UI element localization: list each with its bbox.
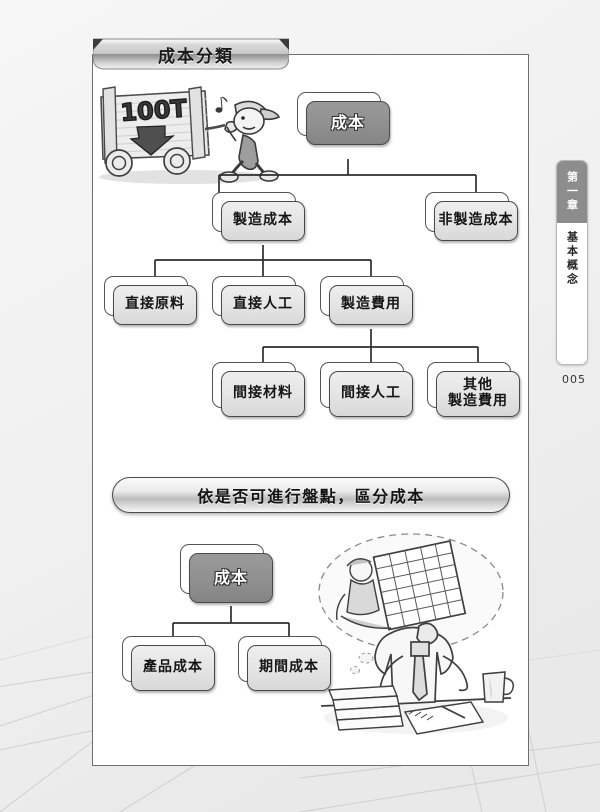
inventoriable-tree-connectors (172, 606, 290, 641)
node-label-card: 間接人工 (329, 371, 413, 417)
svg-text:100T: 100T (119, 94, 188, 127)
node-cost-root-2[interactable]: 成本 (180, 544, 273, 603)
node-manufacturing-cost[interactable]: 製造成本 (212, 192, 305, 241)
node-direct-labor[interactable]: 直接人工 (212, 276, 305, 325)
node-label-card: 間接材料 (221, 371, 305, 417)
boy-pulling-cart-illustration: 100T (99, 86, 281, 184)
node-label-card: 其他 製造費用 (436, 371, 520, 417)
node-label-card: 非製造成本 (434, 201, 518, 241)
node-indirect-labor[interactable]: 間接人工 (320, 362, 413, 417)
section-title-label: 成本分類 (158, 46, 234, 67)
node-manufacturing-overhead[interactable]: 製造費用 (320, 276, 413, 325)
inventory-banner-label: 依是否可進行盤點，區分成本 (197, 487, 425, 506)
node-label-card: 成本 (306, 101, 390, 145)
chapter-tab-header: 第一章 (557, 161, 587, 223)
chapter-side-tab[interactable]: 第一章 基本概念 (556, 160, 588, 365)
node-label-card: 產品成本 (131, 645, 215, 691)
node-period-cost[interactable]: 期間成本 (238, 636, 331, 691)
node-label-card: 成本 (189, 553, 273, 603)
node-label-card: 直接原料 (113, 285, 197, 325)
node-direct-materials[interactable]: 直接原料 (104, 276, 197, 325)
node-label-card: 期間成本 (247, 645, 331, 691)
book-page: 成本分類 100T (92, 38, 529, 766)
node-label-card: 製造費用 (329, 285, 413, 325)
node-indirect-materials[interactable]: 間接材料 (212, 362, 305, 417)
node-label-card: 直接人工 (221, 285, 305, 325)
chapter-title-label: 基本概念 (565, 231, 579, 287)
page-number: 005 (562, 373, 586, 386)
node-product-cost[interactable]: 產品成本 (122, 636, 215, 691)
section-title-ribbon: 成本分類 (93, 37, 289, 71)
businessman-thinking-illustration (318, 533, 515, 735)
node-other-overhead[interactable]: 其他 製造費用 (427, 362, 520, 417)
cost-tree-connectors (154, 159, 479, 367)
chapter-number-label: 第一章 (565, 171, 579, 213)
node-label-card: 製造成本 (221, 201, 305, 241)
node-nonmanufacturing-cost[interactable]: 非製造成本 (425, 192, 518, 241)
node-cost-root[interactable]: 成本 (297, 92, 390, 145)
inventory-banner[interactable]: 依是否可進行盤點，區分成本 (112, 477, 510, 513)
chapter-tab-body: 基本概念 (557, 223, 587, 364)
